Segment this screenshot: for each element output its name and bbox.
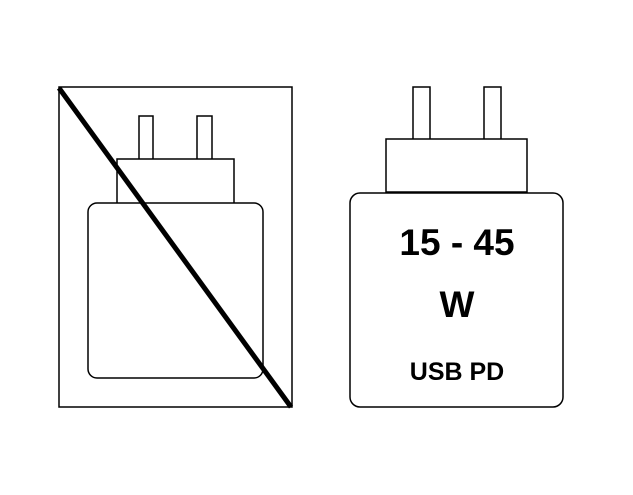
crossed-charger-prong-right [196,115,213,161]
crossed-charger-icon [87,115,264,379]
allowed-charger-neck [385,138,528,193]
prohibition-slash-icon [56,86,294,409]
allowed-charger-body [349,192,564,408]
crossed-charger-neck [116,158,235,205]
power-unit-label: W [440,284,475,325]
allowed-charger-prong-right [483,86,502,141]
crossed-charger-prong-left [138,115,154,161]
allowed-charger-icon: 15 - 45 W USB PD [349,86,564,408]
crossed-charger-body [87,202,264,379]
allowed-charger-prong-left [412,86,431,141]
power-range-label: 15 - 45 [399,222,514,263]
crossed-charger-frame [58,86,293,408]
protocol-label: USB PD [410,358,504,386]
crossed-charger-panel [56,86,294,409]
